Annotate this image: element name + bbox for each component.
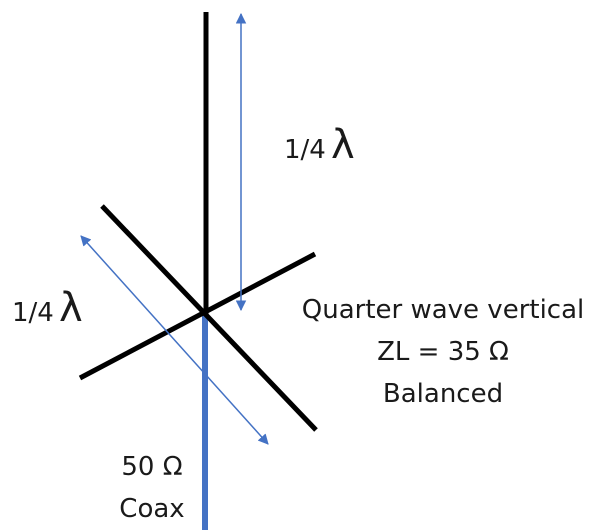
radial-dimension-arrow (80, 235, 269, 445)
radial-element-1 (100, 204, 318, 432)
balance-text: Balanced (382, 379, 504, 409)
vertical-length-fraction: 1/4 (284, 135, 326, 165)
radial-length-label: 1/4 λ (12, 285, 83, 331)
impedance-text: ZL = 35 Ω (377, 337, 509, 367)
antenna-description: Quarter wave vertical ZL = 35 Ω Balanced (288, 289, 598, 415)
radial-length-lambda: λ (58, 285, 83, 331)
radial-length-fraction: 1/4 (12, 298, 54, 328)
antenna-type-text: Quarter wave vertical (301, 295, 585, 325)
vertical-length-lambda: λ (330, 122, 355, 168)
vertical-length-label: 1/4 λ (284, 122, 355, 168)
feed-impedance-text: 50 Ω (121, 452, 183, 482)
radial-element-2 (78, 251, 317, 381)
feed-type-text: Coax (119, 494, 185, 524)
feedline-description: 50 Ω Coax (100, 446, 204, 530)
